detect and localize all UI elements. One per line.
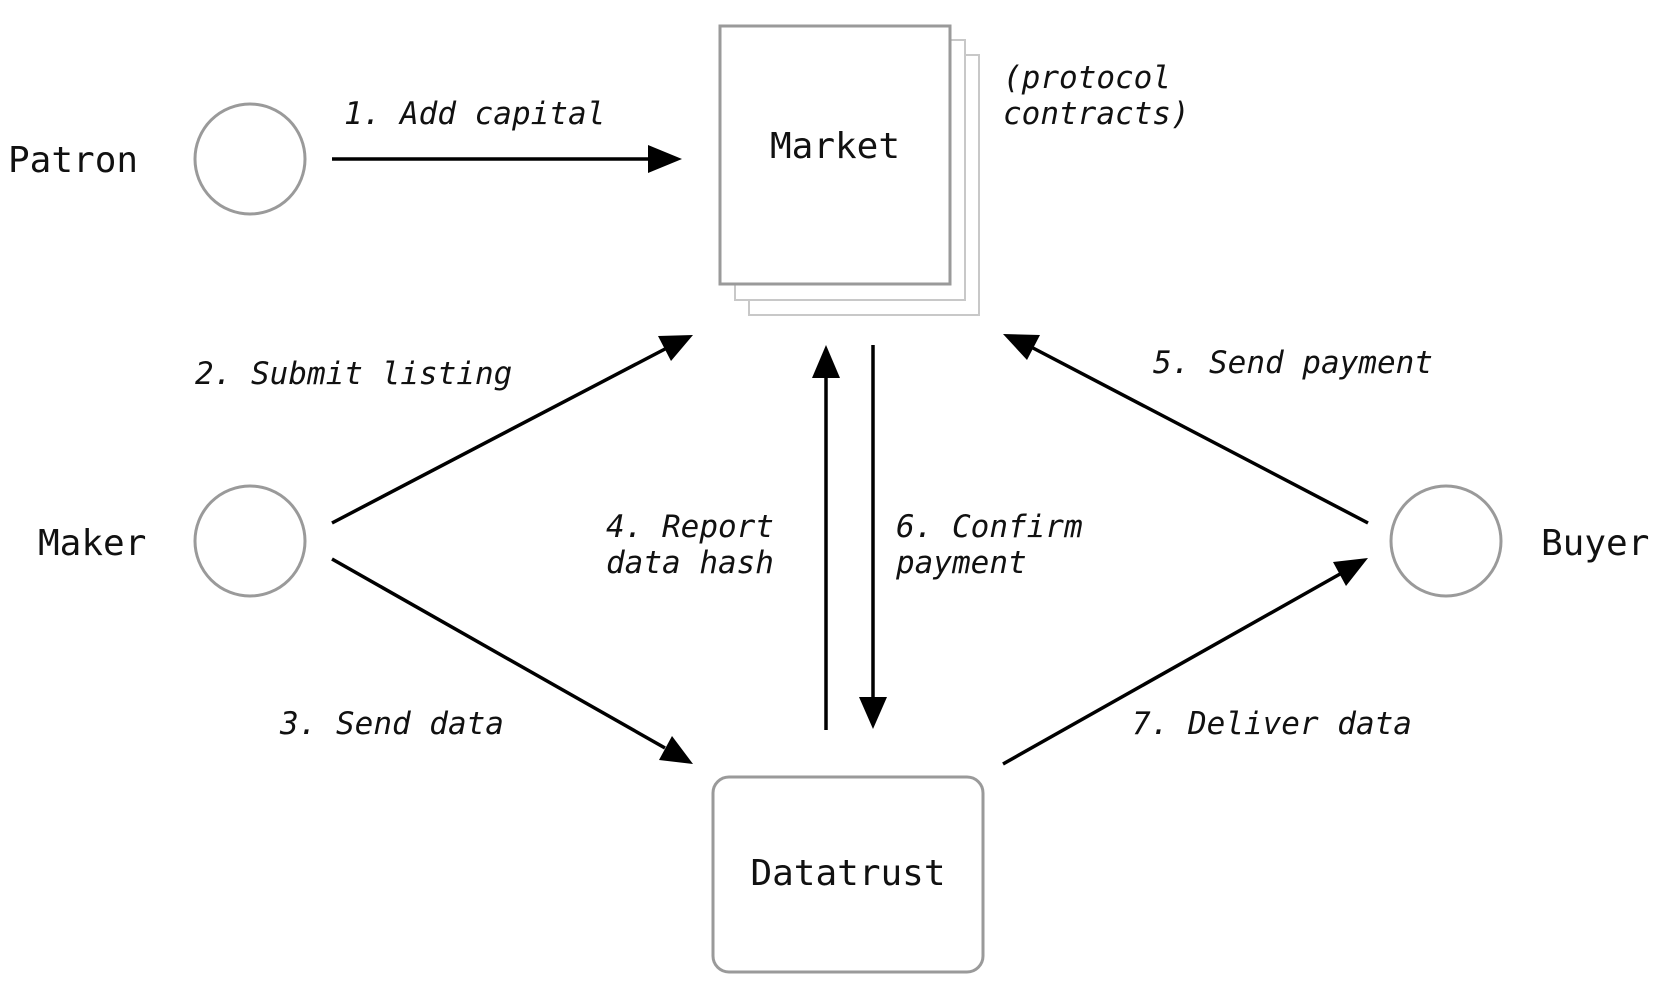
market-label: Market <box>770 126 900 167</box>
arrow-deliver-data <box>1002 558 1368 766</box>
arrow-submit-listing <box>331 335 693 525</box>
patron-circle <box>193 102 307 216</box>
buyer-label: Buyer <box>1541 523 1649 564</box>
protocol-note-line1: (protocol <box>1003 60 1171 96</box>
buyer-circle <box>1389 484 1503 598</box>
arrowhead-confirm-payment <box>859 697 887 729</box>
datatrust-label: Datatrust <box>750 853 945 894</box>
arrowhead-add-capital <box>648 145 682 173</box>
step-6-label-line2: payment <box>895 545 1027 581</box>
maker-circle <box>193 484 307 598</box>
arrowhead-send-data <box>659 736 693 764</box>
datatrust-box <box>711 775 985 974</box>
maker-label: Maker <box>38 523 146 564</box>
market-stack: Market <box>718 24 980 316</box>
arrowhead-deliver-data <box>1333 558 1368 586</box>
arrowhead-send-payment <box>1003 334 1040 360</box>
market-box <box>718 24 952 286</box>
arrow-add-capital <box>332 145 682 173</box>
datatrust-node: Datatrust <box>711 775 985 974</box>
step-6-label-line1: 6. Confirm <box>896 509 1083 545</box>
arrow-send-payment <box>1003 334 1369 525</box>
step-4-label-line2: data hash <box>606 545 774 581</box>
patron-label: Patron <box>8 140 138 181</box>
arrowhead-report-hash <box>812 345 840 378</box>
arrow-confirm-payment <box>859 345 887 729</box>
arrow-report-hash <box>812 345 840 730</box>
step-7-label: 7. Deliver data <box>1132 706 1412 742</box>
step-2-label: 2. Submit listing <box>195 356 512 392</box>
step-4-label-line1: 4. Report <box>606 509 774 545</box>
protocol-note-line2: contracts) <box>1003 96 1190 132</box>
step-5-label: 5. Send payment <box>1153 345 1433 381</box>
arrowhead-submit-listing <box>658 335 693 361</box>
step-1-label: 1. Add capital <box>344 96 605 132</box>
step-3-label: 3. Send data <box>279 706 504 742</box>
arrow-send-data <box>331 557 693 764</box>
